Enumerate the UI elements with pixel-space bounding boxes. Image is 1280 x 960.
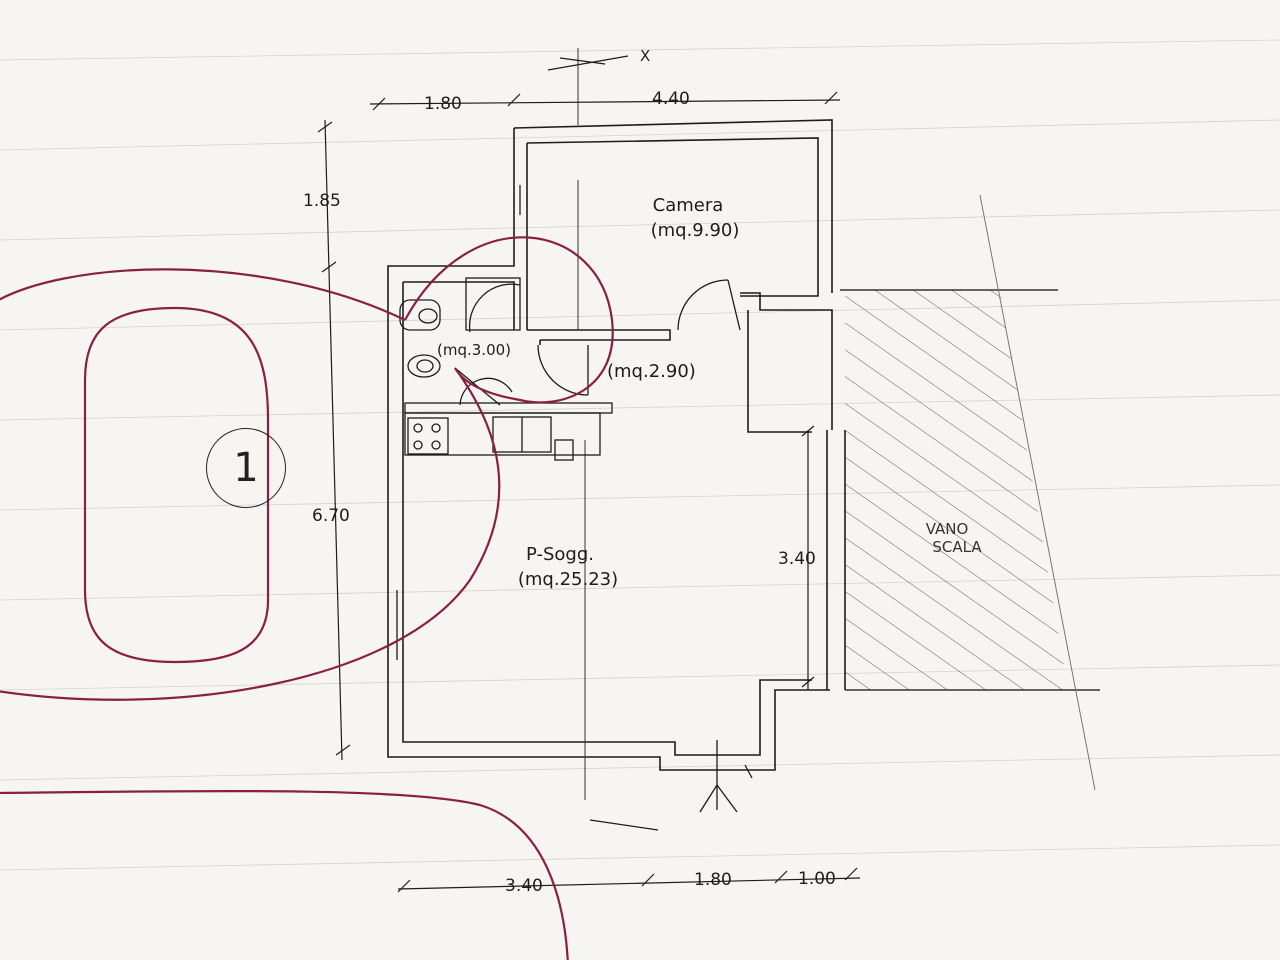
dimension-bottom-right: 1.00 (798, 869, 836, 889)
room-disimpegno-area: (mq.2.90) (607, 361, 696, 382)
axis-lines (577, 48, 586, 800)
dimension-bottom-left: 3.40 (505, 876, 543, 896)
stair-line (979, 194, 1096, 791)
kitchen (404, 402, 613, 461)
room-camera-name: Camera (652, 195, 724, 216)
dimension-left-lower: 6.70 (312, 506, 350, 526)
section-mark-x: X (640, 47, 651, 65)
room-bagno-area: (mq.3.00) (437, 341, 512, 359)
paper-texture (0, 39, 1280, 871)
reference-marker: 1 (206, 428, 286, 508)
annotation-marks (0, 236, 614, 960)
reference-marker-label: 1 (233, 445, 259, 491)
room-soggiorno-area: (mq.25.23) (517, 569, 619, 590)
dimension-lines (317, 55, 861, 893)
dimension-top-right: 4.40 (652, 89, 690, 109)
stair-label-line2: SCALA (932, 538, 982, 556)
stair-label-line1: VANO (925, 520, 969, 538)
room-camera-area: (mq.9.90) (650, 220, 740, 241)
dimension-top-left: 1.80 (424, 94, 462, 114)
dimension-left-upper: 1.85 (303, 191, 341, 211)
walls (387, 119, 846, 771)
bathroom-fixtures (399, 277, 521, 406)
dimension-stair-height: 3.40 (778, 549, 816, 569)
stair-hatch (845, 290, 1068, 690)
entrance-arrow (699, 740, 753, 813)
dimension-bottom-mid: 1.80 (694, 870, 732, 890)
room-soggiorno-name: P-Sogg. (526, 544, 594, 565)
